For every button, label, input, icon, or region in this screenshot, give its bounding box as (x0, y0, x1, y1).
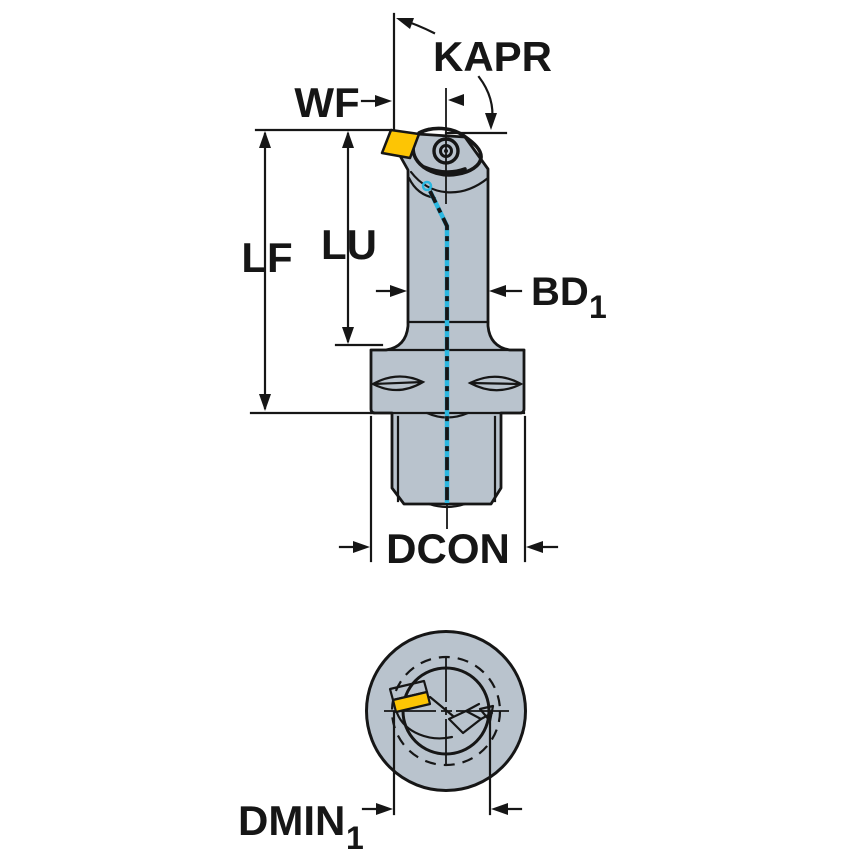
flange-slot-right (467, 375, 524, 392)
tool-side-view (369, 88, 526, 529)
dimension-lu: LU (321, 131, 377, 344)
coolant-channel (421, 180, 450, 503)
label-lu: LU (321, 221, 377, 268)
end-view-clamp-wedge (478, 704, 495, 723)
label-lf: LF (241, 234, 292, 281)
dimensions-side-view: KAPR WF LF LU BD (241, 12, 607, 572)
tool-end-view: DMIN 1 (238, 630, 527, 854)
coolant-outlet (421, 180, 433, 192)
label-bd-subscript: 1 (589, 289, 607, 325)
end-view-pocket-arc (395, 711, 454, 740)
clamp-body (411, 126, 483, 177)
end-view-insert (391, 690, 432, 714)
cutting-insert (380, 128, 421, 160)
dimension-kapr: KAPR (396, 18, 552, 130)
flange-slot-left (370, 375, 426, 392)
label-bd: BD (531, 270, 589, 314)
label-wf: WF (294, 79, 359, 126)
dimension-dcon: DCON (338, 415, 559, 572)
end-view-clamp-edge (428, 695, 455, 718)
dimension-dmin1: DMIN 1 (238, 710, 523, 854)
label-dcon: DCON (386, 525, 510, 572)
dimension-bd1: BD 1 (375, 270, 607, 325)
label-dmin: DMIN (238, 797, 345, 844)
label-kapr: KAPR (433, 33, 552, 80)
dimension-lf: LF (241, 131, 293, 411)
end-view-insert-assembly (388, 679, 495, 740)
label-dmin-subscript: 1 (346, 820, 364, 854)
dimension-wf: WF (294, 79, 464, 126)
coolant-line-dashes (428, 190, 449, 503)
